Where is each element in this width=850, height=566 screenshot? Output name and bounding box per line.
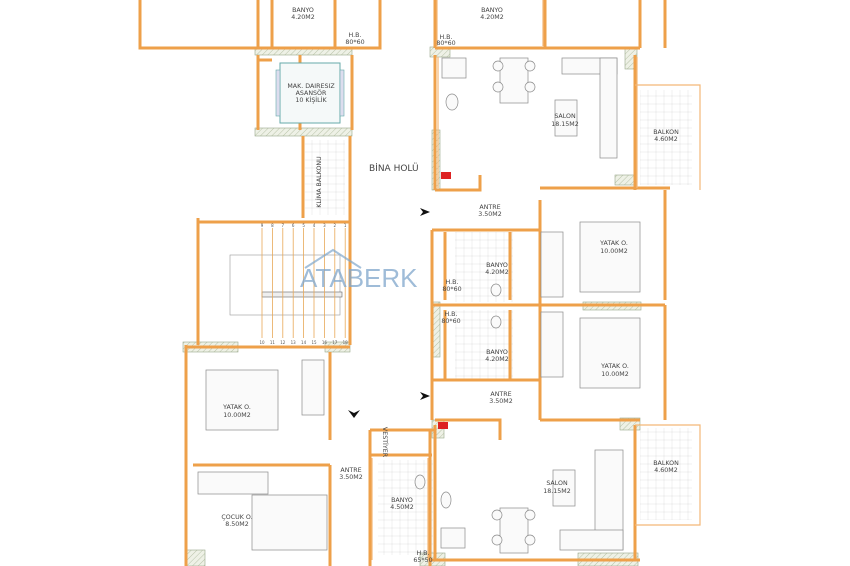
stair-number: 11 <box>270 340 276 345</box>
room-area: 4.20M2 <box>485 269 508 276</box>
room-name: ANTRE <box>340 467 361 474</box>
room-area: 4.20M2 <box>480 14 503 21</box>
direction-arrow-icon <box>348 410 360 418</box>
stair-number: 15 <box>311 340 317 345</box>
room-name: ANTRE <box>479 204 500 211</box>
room-name: BANYO <box>486 262 508 269</box>
stair-number: 6 <box>292 223 295 228</box>
room-name: BANYO <box>486 349 508 356</box>
room-area: 10.00M2 <box>223 412 250 419</box>
walls <box>138 0 701 566</box>
room-size: 80*60 <box>442 286 461 293</box>
room-area: 4.50M2 <box>390 504 413 511</box>
stair-number: 3 <box>323 223 326 228</box>
room-area: 4.60M2 <box>654 467 677 474</box>
room-area: 4.20M2 <box>291 14 314 21</box>
stair-number: 17 <box>332 340 338 345</box>
watermark-logo: ATABERK <box>300 263 418 293</box>
elevator-label: 10 KİŞİLİK <box>295 95 327 104</box>
elevator-label: MAK. DAIRESIZ <box>287 83 335 90</box>
furniture <box>197 57 641 554</box>
room-name: YATAK O. <box>600 363 629 370</box>
climate-balcony-label: KLİMA BALKONU <box>314 156 323 208</box>
room-name: ÇOCUK O. <box>221 514 252 521</box>
watermark-roof-icon <box>304 248 362 269</box>
room-name: YATAK O. <box>222 404 251 411</box>
room-name: BALKON <box>653 460 679 467</box>
room-area: 10.00M2 <box>600 248 627 255</box>
stair-number: 18 <box>343 340 349 345</box>
room-name: BANYO <box>292 7 314 14</box>
direction-arrow-icon <box>420 208 430 216</box>
stair-number: 12 <box>280 340 286 345</box>
room-name: BANYO <box>481 7 503 14</box>
room-name: H.B. <box>445 311 458 318</box>
room-size: 80*60 <box>345 39 364 46</box>
room-name: ANTRE <box>490 391 511 398</box>
elevator-car <box>275 62 345 124</box>
room-name: BANYO <box>391 497 413 504</box>
stair-number: 16 <box>322 340 328 345</box>
room-size: 80*60 <box>441 318 460 325</box>
elevator-label: ASANSÖR <box>296 88 327 97</box>
room-size: 65*50 <box>413 557 432 564</box>
room-labels: BANYO 4.20M2 H.B. 80*60 BANYO 4.20M2 H.B… <box>221 7 679 564</box>
building-hall-label: BİNA HOLÜ <box>369 163 419 174</box>
room-area: 3.50M2 <box>339 474 362 481</box>
stair-number: 5 <box>302 223 305 228</box>
room-name: H.B. <box>446 279 459 286</box>
tiled-areas <box>305 90 692 555</box>
room-name: H.B. <box>440 34 453 41</box>
room-area: 3.50M2 <box>489 398 512 405</box>
room-name: H.B. <box>349 32 362 39</box>
room-name: SALON <box>554 113 576 120</box>
staircase: 9 8 7 6 5 4 3 2 1 10 11 12 13 14 15 16 17 18 <box>229 223 349 345</box>
stair-number: 1 <box>344 223 347 228</box>
room-name: YATAK O. <box>599 240 628 247</box>
stair-number: 7 <box>282 223 285 228</box>
room-area: 3.50M2 <box>478 211 501 218</box>
vestiyer-label: VESTİYER <box>381 427 390 458</box>
room-area: 18.15M2 <box>543 488 570 495</box>
direction-arrow-icon <box>420 392 430 400</box>
electric-panel-icon <box>438 422 448 429</box>
stair-number: 4 <box>313 223 316 228</box>
room-area: 4.20M2 <box>485 356 508 363</box>
electric-panel-icon <box>441 172 451 179</box>
stair-number: 13 <box>291 340 297 345</box>
stair-number: 9 <box>261 223 264 228</box>
room-area: 8.50M2 <box>225 521 248 528</box>
stair-number: 14 <box>301 340 307 345</box>
room-name: SALON <box>546 480 568 487</box>
stair-number: 10 <box>259 340 265 345</box>
room-name: H.B. <box>417 550 430 557</box>
room-area: 4.60M2 <box>654 136 677 143</box>
stair-number: 2 <box>334 223 337 228</box>
room-area: 18.15M2 <box>551 121 578 128</box>
room-size: 80*60 <box>436 40 455 47</box>
room-name: BALKON <box>653 129 679 136</box>
room-area: 10.00M2 <box>601 371 628 378</box>
stair-number: 8 <box>271 223 274 228</box>
